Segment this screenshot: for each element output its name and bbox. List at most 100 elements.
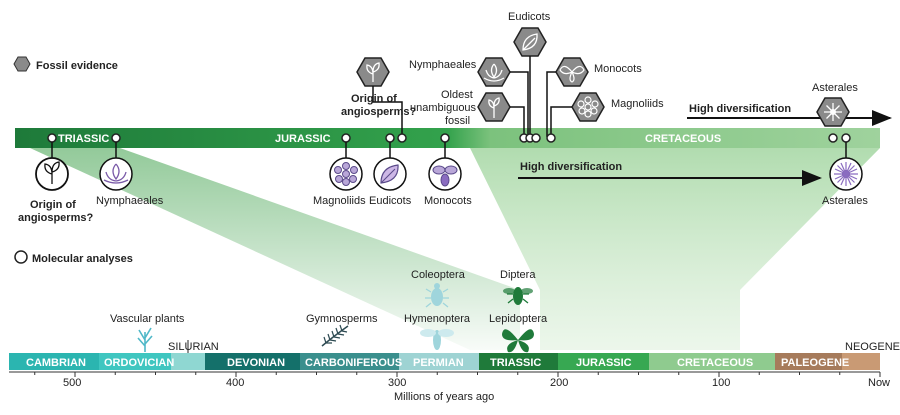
gymnosperms-label: Gymnosperms bbox=[306, 313, 378, 325]
water-lily-circle-icon bbox=[99, 157, 133, 191]
legend-molecular-analyses: Molecular analyses bbox=[32, 253, 133, 265]
mol-magnoliids-label: Magnoliids bbox=[313, 195, 366, 207]
fossil-nymphaeales-label: Nymphaeales bbox=[409, 59, 477, 71]
magnoliid-flower-hexagon-icon bbox=[571, 92, 605, 122]
top-cretaceous-label: CRETACEOUS bbox=[645, 133, 721, 145]
fossil-eudicot-dot bbox=[531, 133, 541, 143]
mol-eudicots-marker: Eudicots bbox=[369, 142, 412, 207]
period-label-cretaceous: CRETACEOUS bbox=[677, 357, 753, 369]
tick-200: 200 bbox=[550, 377, 568, 389]
mol-monocots-marker: Monocots bbox=[424, 142, 472, 207]
period-carboniferous bbox=[300, 353, 399, 370]
fossil-asterales-label: Asterales bbox=[812, 82, 858, 94]
bee-icon bbox=[420, 329, 454, 350]
period-label-neogene: NEOGENE bbox=[845, 341, 900, 353]
mol-origin-marker: Origin of angiosperms? bbox=[18, 142, 93, 224]
gymnosperms-group: Gymnosperms bbox=[306, 313, 378, 347]
fossil-origin-label-2: angiosperms? bbox=[341, 106, 416, 118]
fossil-high-diversification-label: High diversification bbox=[689, 103, 791, 115]
fossil-hexagon-icon bbox=[13, 56, 31, 72]
fern-frond-icon bbox=[321, 325, 349, 347]
period-silurian bbox=[171, 353, 205, 370]
diptera-group: Diptera bbox=[500, 269, 536, 305]
butterfly-icon bbox=[502, 329, 534, 353]
water-lily-hexagon-icon bbox=[477, 57, 511, 87]
fly-icon bbox=[503, 287, 533, 305]
fossil-oldest-marker: Oldest unambiguous fossil bbox=[410, 89, 525, 137]
lepidoptera-group: Lepidoptera bbox=[489, 313, 548, 353]
fossil-monocots-marker: Monocots bbox=[546, 57, 642, 137]
fossil-eudicots-label: Eudicots bbox=[508, 11, 551, 23]
fossil-origin-marker: Origin of angiosperms? bbox=[341, 57, 416, 143]
fossil-oldest-label-2: unambiguous bbox=[410, 102, 477, 114]
leaf-hexagon-icon bbox=[513, 27, 547, 57]
geologic-timescale: CAMBRIAN ORDOVICIAN SILURIAN DEVONIAN CA… bbox=[9, 340, 900, 403]
molecular-funnel bbox=[470, 148, 880, 350]
period-cretaceous bbox=[649, 353, 775, 370]
period-label-cambrian: CAMBRIAN bbox=[26, 357, 86, 369]
mol-eudicots-label: Eudicots bbox=[369, 195, 412, 207]
axis-minor-ticks bbox=[34, 372, 881, 377]
period-jurassic bbox=[558, 353, 649, 370]
fossil-nymphaeales-marker: Nymphaeales bbox=[409, 57, 529, 137]
molecular-funnel-shadow bbox=[30, 148, 520, 350]
mol-high-diversification-label: High diversification bbox=[520, 161, 622, 173]
tick-now: Now bbox=[868, 377, 890, 389]
mol-eudicot-dot bbox=[385, 133, 395, 143]
mol-nymphaeales-label: Nymphaeales bbox=[96, 195, 164, 207]
mol-nymphaeales-marker: Nymphaeales bbox=[96, 142, 164, 207]
mol-monocots-label: Monocots bbox=[424, 195, 472, 207]
fossil-magnoliids-label: Magnoliids bbox=[611, 98, 664, 110]
mol-nymph-dot bbox=[111, 133, 121, 143]
legend-fossil-evidence: Fossil evidence bbox=[36, 60, 118, 72]
tick-400: 400 bbox=[226, 377, 244, 389]
coleoptera-label: Coleoptera bbox=[411, 269, 466, 281]
beetle-icon bbox=[425, 283, 449, 308]
fossil-monocots-label: Monocots bbox=[594, 63, 642, 75]
tick-500: 500 bbox=[63, 377, 81, 389]
period-ordovician bbox=[99, 353, 171, 370]
vascular-plants-group: Vascular plants bbox=[110, 313, 185, 352]
period-paleogene bbox=[775, 353, 842, 370]
lepidoptera-label: Lepidoptera bbox=[489, 313, 548, 325]
fossil-asterales-marker: Asterales bbox=[812, 82, 858, 143]
mol-asterales-marker: Asterales bbox=[822, 142, 868, 207]
top-triassic-label: TRIASSIC bbox=[58, 133, 109, 145]
period-label-jurassic: JURASSIC bbox=[576, 357, 632, 369]
period-label-permian: PERMIAN bbox=[413, 357, 464, 369]
period-label-triassic: TRIASSIC bbox=[490, 357, 541, 369]
vascular-plants-label: Vascular plants bbox=[110, 313, 185, 325]
fossil-magnoliid-dot bbox=[546, 133, 556, 143]
coleoptera-group: Coleoptera bbox=[411, 269, 466, 308]
fossil-eudicots-marker: Eudicots bbox=[508, 11, 551, 137]
mol-asterales-dot bbox=[841, 133, 851, 143]
fossil-origin-label-1: Origin of bbox=[351, 93, 397, 105]
tick-100: 100 bbox=[712, 377, 730, 389]
diptera-label: Diptera bbox=[500, 269, 536, 281]
period-label-carboniferous: CARBONIFEROUS bbox=[305, 357, 402, 369]
mol-magnoliids-marker: Magnoliids bbox=[313, 142, 366, 207]
axis-label: Millions of years ago bbox=[394, 391, 494, 403]
molecular-circle-icon bbox=[14, 250, 28, 264]
fossil-oldest-label-3: fossil bbox=[445, 115, 470, 127]
mol-monocot-dot bbox=[440, 133, 450, 143]
top-jurassic-label: JURASSIC bbox=[275, 133, 331, 145]
period-triassic bbox=[479, 353, 558, 370]
hymenoptera-label: Hymenoptera bbox=[404, 313, 471, 325]
mol-origin-label-2: angiosperms? bbox=[18, 212, 93, 224]
period-label-paleogene: PALEOGENE bbox=[781, 357, 849, 369]
period-permian bbox=[399, 353, 479, 370]
mol-asterales-label: Asterales bbox=[822, 195, 868, 207]
period-label-silurian: SILURIAN bbox=[168, 341, 219, 353]
mol-magnoliid-dot bbox=[341, 133, 351, 143]
fossil-magnoliids-marker: Magnoliids bbox=[550, 92, 664, 137]
tick-300: 300 bbox=[388, 377, 406, 389]
hymenoptera-group: Hymenoptera bbox=[404, 313, 471, 350]
fossil-oldest-label-1: Oldest bbox=[441, 89, 473, 101]
vascular-plant-icon bbox=[137, 327, 153, 352]
mol-origin-dot bbox=[47, 133, 57, 143]
period-neogene bbox=[842, 353, 880, 370]
mol-origin-label-1: Origin of bbox=[30, 199, 76, 211]
